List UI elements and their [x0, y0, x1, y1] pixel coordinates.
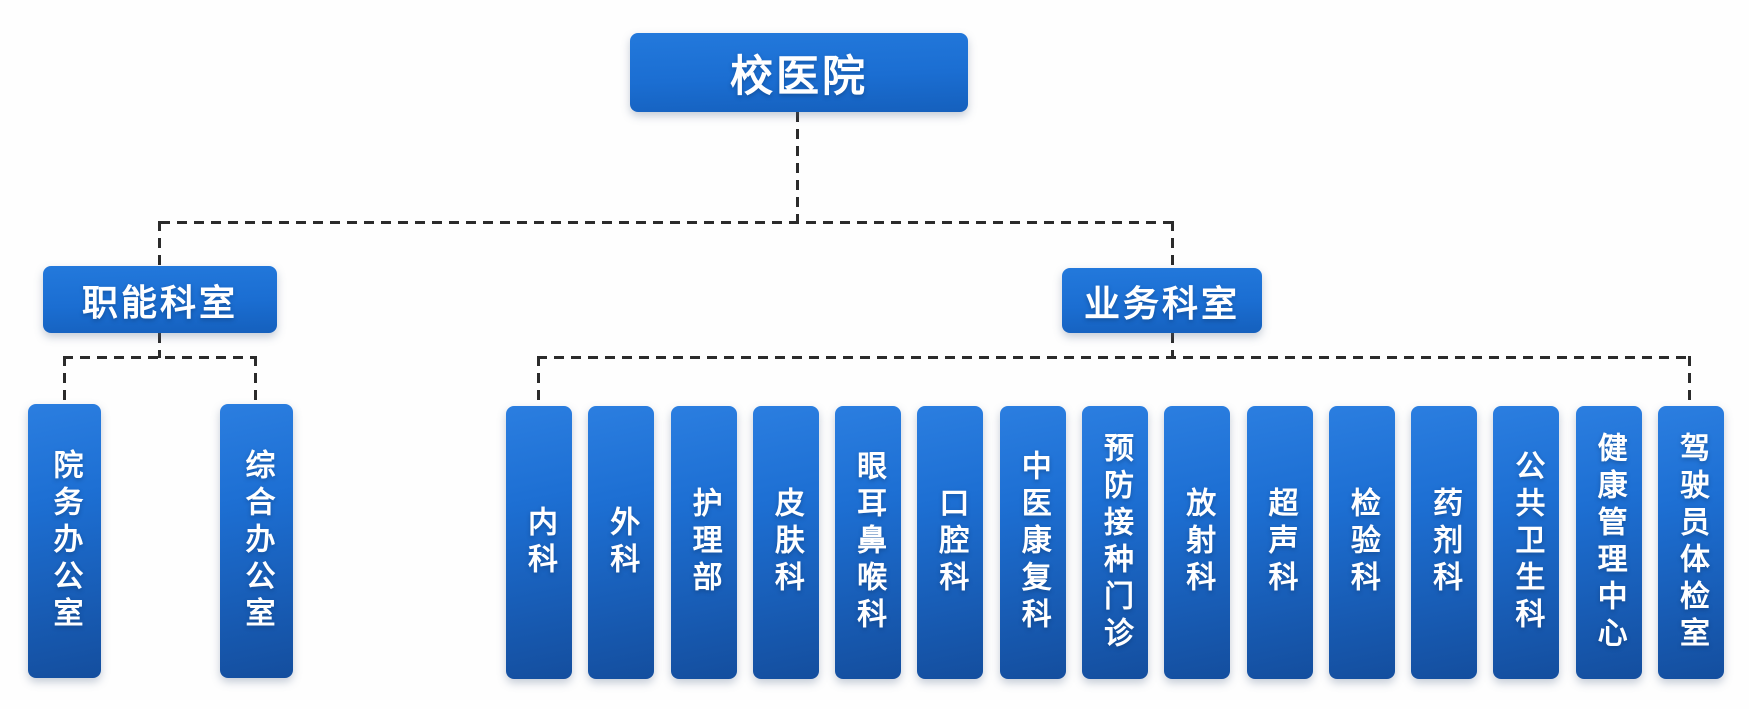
dept-label: 外科 — [605, 505, 639, 580]
dept-box: 中医康复科 — [999, 406, 1066, 679]
dept-label: 超声科 — [1263, 487, 1297, 598]
connector-functional-child-2 — [254, 356, 257, 404]
dept-label: 健康管理中心 — [1592, 431, 1626, 654]
functional-branch-box: 职能科室 — [43, 266, 277, 333]
dept-box: 驾驶员体检室 — [1657, 406, 1724, 679]
dept-label: 内科 — [523, 505, 556, 580]
dept-box: 内科 — [506, 406, 572, 679]
dept-box: 放射科 — [1164, 406, 1231, 679]
dept-label: 公共卫生科 — [1510, 450, 1544, 635]
root-node-box: 校医院 — [630, 33, 968, 112]
business-branch-label: 业务科室 — [1083, 282, 1240, 324]
business-branch-box: 业务科室 — [1062, 268, 1262, 333]
connector-functional-child-1 — [63, 356, 66, 404]
connector-functional-stem — [158, 333, 161, 358]
connector-functional-drop — [158, 221, 161, 266]
connector-business-stem — [1171, 333, 1174, 357]
dept-label: 院务办公室 — [48, 448, 82, 634]
dept-box: 检验科 — [1328, 406, 1395, 679]
connector-business-drop — [1171, 221, 1174, 268]
connector-functional-bar — [63, 356, 257, 359]
root-node-label: 校医院 — [730, 52, 868, 101]
dept-box: 院务办公室 — [28, 404, 101, 678]
business-children-row: 内科 外科 护理部 皮肤科 眼耳鼻喉科 口腔科 中医康复科 预防接种门诊 放射科… — [506, 406, 1724, 679]
dept-label: 皮肤科 — [769, 487, 803, 598]
connector-business-bar — [537, 356, 1690, 359]
connector-business-child-last — [1688, 356, 1691, 406]
dept-label: 中医康复科 — [1016, 450, 1050, 635]
functional-children-row: 院务办公室 综合办公室 — [28, 404, 293, 678]
connector-root-stem — [796, 112, 799, 222]
dept-box: 药剂科 — [1411, 406, 1478, 679]
dept-label: 综合办公室 — [240, 448, 274, 634]
dept-box: 外科 — [588, 406, 655, 679]
dept-box: 口腔科 — [917, 406, 984, 679]
dept-box: 综合办公室 — [220, 404, 293, 678]
dept-box: 公共卫生科 — [1493, 406, 1560, 679]
dept-label: 药剂科 — [1428, 487, 1462, 598]
dept-label: 放射科 — [1181, 487, 1215, 598]
dept-label: 口腔科 — [934, 487, 968, 598]
dept-box: 眼耳鼻喉科 — [835, 406, 902, 679]
dept-box: 皮肤科 — [752, 406, 819, 679]
dept-box: 护理部 — [670, 406, 737, 679]
functional-branch-label: 职能科室 — [81, 281, 238, 323]
dept-box: 预防接种门诊 — [1081, 406, 1148, 679]
dept-label: 检验科 — [1345, 487, 1379, 598]
dept-label: 预防接种门诊 — [1098, 431, 1132, 654]
connector-level1-bar — [160, 221, 1174, 224]
dept-label: 护理部 — [687, 487, 721, 598]
dept-label: 驾驶员体检室 — [1674, 431, 1708, 654]
dept-box: 超声科 — [1246, 406, 1313, 679]
dept-label: 眼耳鼻喉科 — [852, 450, 886, 635]
connector-business-child-first — [537, 356, 540, 406]
dept-box: 健康管理中心 — [1575, 406, 1642, 679]
